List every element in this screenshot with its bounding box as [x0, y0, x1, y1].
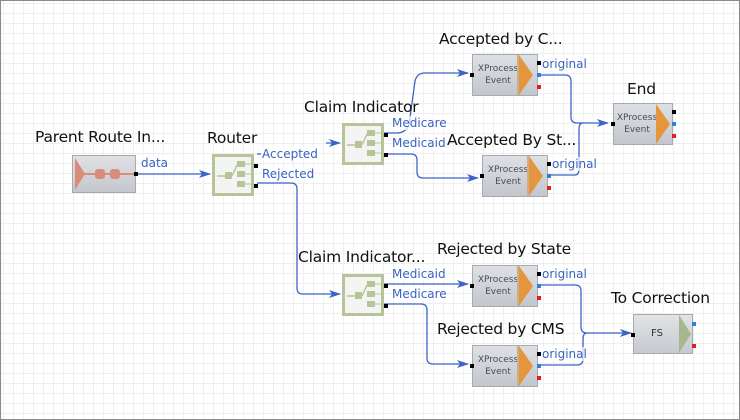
edge-label-original: original [542, 57, 587, 71]
xprocess-arrow-icon [656, 104, 670, 144]
edge-label-original: original [542, 347, 587, 361]
edge-label-rejected: Rejected [262, 167, 315, 181]
edge-label-original: original [542, 267, 587, 281]
output-port-rejected[interactable] [254, 184, 258, 188]
node-title-to-correction: To Correction [611, 289, 710, 307]
fs-arrow-icon [679, 315, 691, 353]
xprocess-arrow-icon [519, 55, 533, 95]
node-title-accepted-by-c: Accepted by C... [439, 30, 563, 48]
output-port-medicare[interactable] [384, 304, 388, 308]
output-port-original[interactable] [537, 364, 541, 368]
node-parent-route[interactable] [72, 155, 138, 193]
node-title-claim-indicator-bottom: Claim Indicator... [298, 248, 426, 266]
output-port-original[interactable] [537, 73, 541, 77]
node-claim-indicator-top[interactable] [342, 123, 388, 165]
edge-label-data: data [141, 156, 169, 170]
error-port[interactable] [537, 376, 541, 380]
edge-label-original: original [552, 157, 597, 171]
input-port[interactable] [470, 364, 474, 368]
output-port-accepted[interactable] [254, 164, 258, 168]
node-title-rejected-by-state: Rejected by State [437, 240, 571, 258]
output-port[interactable] [134, 172, 138, 176]
output-port[interactable] [692, 322, 696, 326]
divider [527, 156, 529, 196]
error-port[interactable] [692, 344, 696, 348]
divider [517, 266, 519, 306]
input-port[interactable] [611, 122, 615, 126]
error-port[interactable] [672, 134, 676, 138]
node-title-accepted-by-st: Accepted By St... [447, 131, 577, 149]
edge-medicaid-top[interactable] [383, 153, 479, 182]
input-port[interactable] [480, 174, 484, 178]
input-port[interactable] [470, 73, 474, 77]
error-port[interactable] [547, 186, 551, 190]
input-port[interactable] [470, 284, 474, 288]
xprocess-arrow-icon [519, 266, 533, 306]
node-to-correction[interactable]: FS [631, 314, 696, 354]
router-switch-icon [347, 130, 381, 156]
xprocess-arrow-icon [519, 346, 533, 386]
node-router[interactable] [212, 154, 258, 196]
output-port-original[interactable] [537, 284, 541, 288]
output-port-medicare[interactable] [384, 133, 388, 137]
edge-medicare-top[interactable] [383, 69, 469, 134]
input-port[interactable] [631, 333, 635, 337]
output-port-medicaid[interactable] [384, 284, 388, 288]
error-port[interactable] [537, 85, 541, 89]
error-port[interactable] [537, 296, 541, 300]
output-port[interactable] [537, 352, 541, 356]
fs-label: FS [651, 328, 663, 339]
edge-label-medicaid-bottom: Medicaid [392, 267, 446, 281]
output-port[interactable] [537, 272, 541, 276]
edge-label-medicaid-top: Medicaid [392, 136, 446, 150]
output-port[interactable] [547, 162, 551, 166]
node-title-claim-indicator-top: Claim Indicator [304, 98, 419, 116]
divider [517, 55, 519, 95]
node-title-end: End [627, 80, 656, 98]
node-title-router: Router [207, 129, 258, 147]
output-port-original[interactable] [672, 122, 676, 126]
edge-original-c[interactable] [541, 74, 609, 127]
edge-label-accepted: Accepted [262, 147, 318, 161]
edge-rejected[interactable] [257, 182, 341, 298]
router-switch-icon [347, 281, 381, 307]
edge-accepted[interactable] [257, 143, 340, 154]
output-port[interactable] [672, 110, 676, 114]
output-port-medicaid[interactable] [384, 153, 388, 157]
edge-label-medicare-top: Medicare [392, 116, 447, 130]
edge-label-medicare-bottom: Medicare [392, 287, 447, 301]
node-claim-indicator-bottom[interactable] [342, 274, 388, 316]
output-port-original[interactable] [547, 174, 551, 178]
router-switch-icon [217, 161, 251, 187]
output-port[interactable] [537, 61, 541, 65]
xprocess-arrow-icon [529, 156, 543, 196]
node-title-rejected-by-cms: Rejected by CMS [437, 320, 565, 338]
edge-original-state[interactable] [535, 284, 632, 337]
input-route-icon [75, 158, 135, 190]
divider [517, 346, 519, 386]
edge-medicare-bottom[interactable] [383, 303, 469, 368]
node-title-parent-route: Parent Route In... [35, 128, 166, 146]
